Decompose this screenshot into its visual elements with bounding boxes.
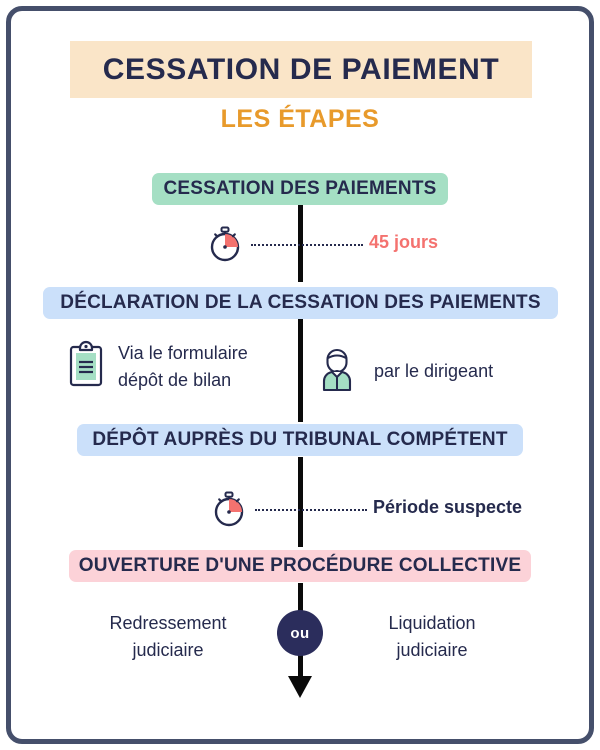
dotted-connector	[251, 244, 363, 246]
stopwatch-icon	[207, 491, 251, 535]
step-label: OUVERTURE D'UNE PROCÉDURE COLLECTIVE	[78, 555, 522, 576]
page-subtitle: LES ÉTAPES	[220, 105, 380, 133]
dotted-connector	[255, 509, 367, 511]
timeline-spine-segment	[298, 196, 303, 282]
method-item-dirigeant: par le dirigeant	[316, 345, 493, 398]
outcome-liquidation-judiciaire: Liquidation judiciaire	[388, 613, 476, 660]
step-pill-depot-tribunal: DÉPÔT AUPRÈS DU TRIBUNAL COMPÉTENT	[77, 424, 523, 456]
step-pill-ouverture-procedure: OUVERTURE D'UNE PROCÉDURE COLLECTIVE	[69, 550, 531, 582]
outcome-connector-label: ou	[290, 624, 310, 642]
person-icon	[316, 345, 358, 398]
method-label: Via le formulaire dépôt de bilan	[118, 343, 248, 390]
outcome-redressement-judiciaire: Redressement judiciaire	[109, 613, 227, 660]
duration-row-periode-suspecte: Période suspecte	[207, 487, 527, 531]
stopwatch-icon	[203, 226, 247, 270]
duration-label: 45 jours	[369, 232, 439, 252]
page-title: CESSATION DE PAIEMENT	[102, 52, 500, 86]
timeline-arrow-icon	[288, 676, 312, 698]
clipboard-icon	[66, 340, 106, 393]
method-label: par le dirigeant	[374, 361, 494, 382]
step-pill-cessation-des-paiements: CESSATION DES PAIEMENTS	[152, 173, 448, 205]
duration-label: Période suspecte	[373, 497, 523, 517]
step-label: DÉCLARATION DE LA CESSATION DES PAIEMENT…	[60, 292, 541, 313]
timeline-spine-segment	[298, 318, 303, 422]
timeline-spine-segment	[298, 457, 303, 547]
step-label: CESSATION DES PAIEMENTS	[163, 178, 437, 199]
step-pill-declaration-cessation: DÉCLARATION DE LA CESSATION DES PAIEMENT…	[43, 287, 558, 319]
title-banner: CESSATION DE PAIEMENT	[70, 41, 532, 98]
duration-row-45-jours: 45 jours	[203, 222, 463, 266]
method-item-formulaire: Via le formulaire dépôt de bilan	[66, 340, 248, 393]
step-label: DÉPÔT AUPRÈS DU TRIBUNAL COMPÉTENT	[92, 429, 508, 450]
outcome-connector-badge: ou	[277, 610, 323, 656]
